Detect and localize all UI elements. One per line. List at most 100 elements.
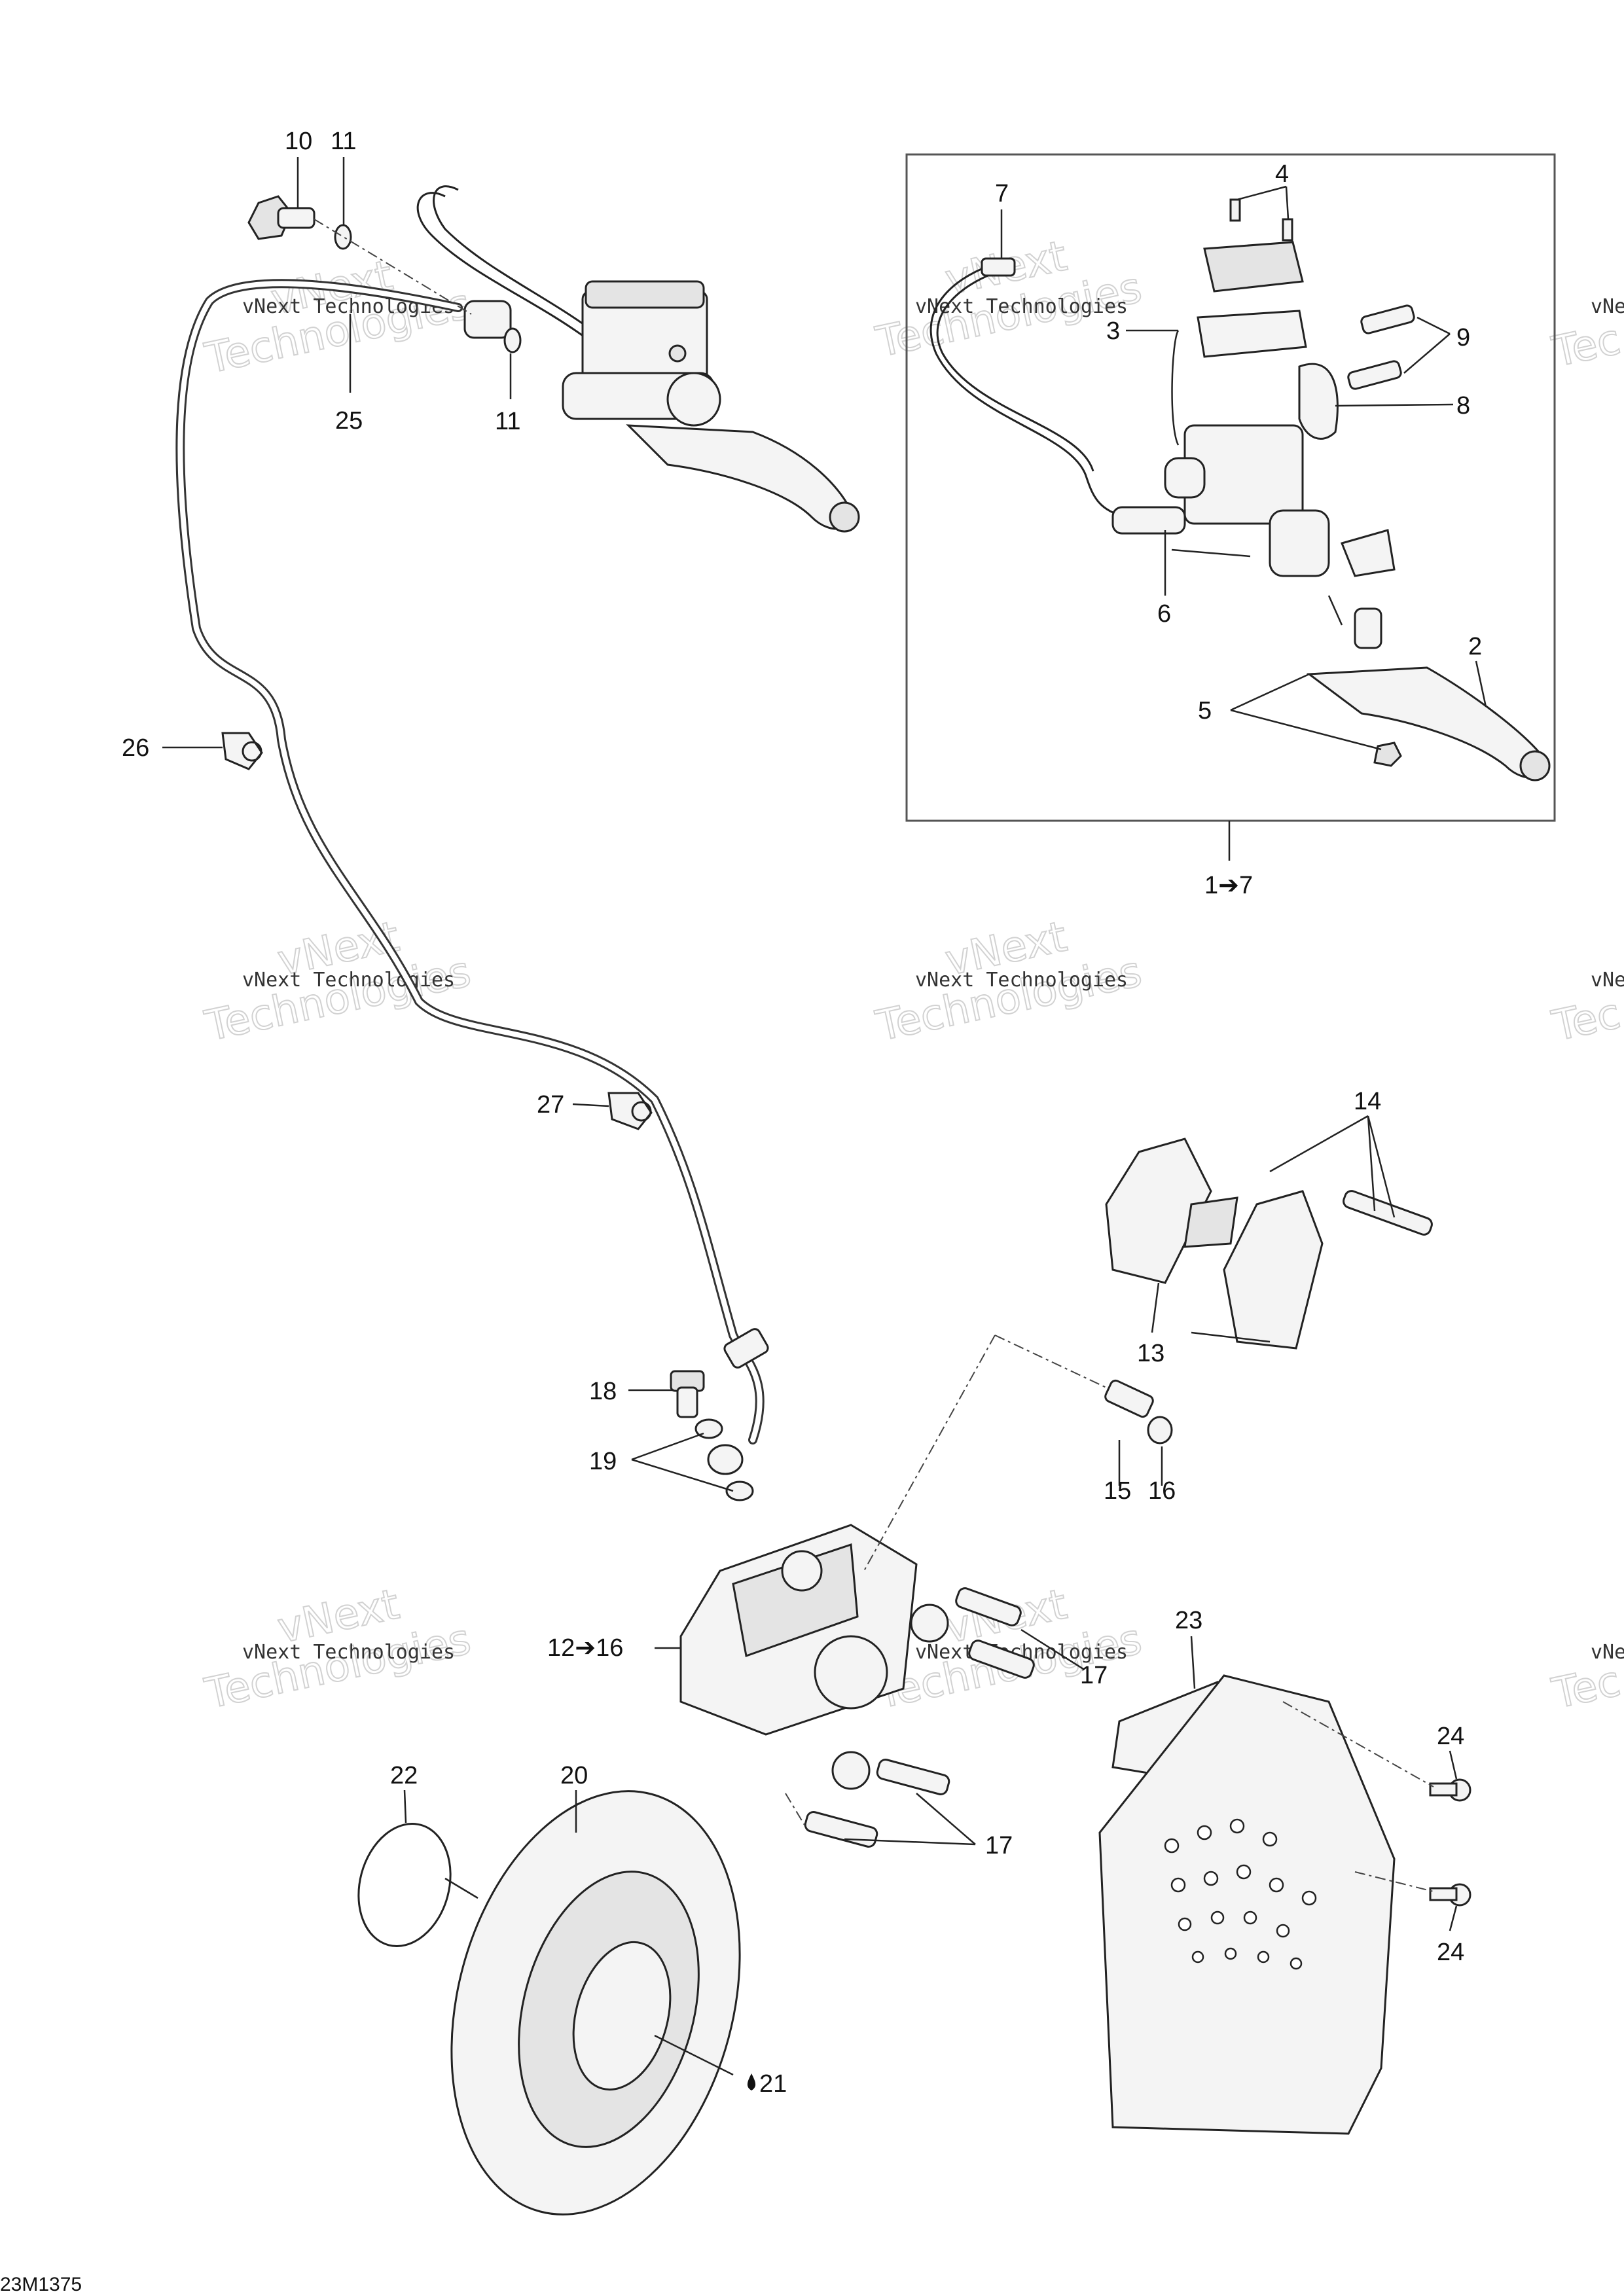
- watermark-middle-left: vNext Technologies vNext Technologies: [200, 912, 476, 1051]
- callout-17-lower: 17: [985, 1832, 1013, 1859]
- pivot-nut-5: [1373, 742, 1402, 767]
- handlebar-clamp-8: [1298, 363, 1339, 440]
- bleed-cap-16: [1147, 1416, 1173, 1444]
- caliper-pin-17c: [876, 1759, 950, 1795]
- clamp-bolt-9b: [1347, 360, 1402, 390]
- callout-17-upper: 17: [1080, 1662, 1108, 1689]
- guard-screw-24a: [1429, 1778, 1471, 1802]
- callout-22: 22: [390, 1762, 418, 1789]
- bleed-screw-15: [1104, 1379, 1154, 1418]
- callout-3: 3: [1106, 317, 1120, 345]
- brake-pad-13a: [1105, 1138, 1212, 1284]
- watermark-line: vNext Technologies: [915, 969, 1128, 992]
- cap-screw-4a: [1229, 198, 1241, 222]
- watermark-middle-center: vNext Technologies vNext Technologies: [871, 912, 1147, 1051]
- pivot-bolt-5: [1354, 607, 1382, 649]
- watermark-line: vNext Technologies: [242, 969, 455, 992]
- leader-lines: [162, 157, 1487, 1931]
- master-cylinder-assembly: [416, 185, 860, 533]
- washer-11-top: [334, 224, 352, 250]
- hose-clamp-27: [607, 1092, 653, 1130]
- watermark-line: vNext Technologies: [242, 1641, 455, 1664]
- clamp-bolt-9a: [1360, 304, 1415, 334]
- callout-2: 2: [1468, 633, 1482, 660]
- callout-4: 4: [1275, 160, 1289, 188]
- caliper-pin-17b: [968, 1640, 1035, 1679]
- banjo-fitting: [463, 300, 512, 339]
- banjo-bolt-10: [247, 195, 316, 240]
- callout-7: 7: [995, 180, 1009, 207]
- watermark-group: vNext Technologies vNext Technologies vN…: [200, 231, 1624, 1719]
- lever-boot: [1340, 529, 1396, 577]
- watermark-middle-edge: vNe Tec: [1547, 969, 1624, 1052]
- drawing-code: 23M1375: [0, 2274, 82, 2295]
- inset-parts: [929, 198, 1551, 781]
- disc-guard-23: [1098, 1674, 1396, 2135]
- brake-disc-20: [450, 1790, 741, 2215]
- hose-clamp-26: [221, 732, 263, 770]
- callout-11-lower: 11: [495, 408, 520, 435]
- callout-11-top: 11: [331, 128, 356, 155]
- callout-labels: 10 11 11 25 26 27 7 4 3 9 8 6 2 5 1➔7 14…: [122, 128, 1482, 2098]
- bolt-axis-line: [314, 219, 472, 315]
- banjo-bolt-18: [670, 1370, 705, 1418]
- caliper-pin-17d: [804, 1811, 878, 1848]
- disc-hub-splines: [572, 1941, 672, 2091]
- callout-13: 13: [1137, 1340, 1164, 1367]
- inset-lever-mount: [1269, 509, 1330, 577]
- watermark-lower-left: vNext Technologies vNext Technologies: [200, 1579, 476, 1719]
- hose-fitting-lower: [723, 1328, 769, 1369]
- banjo-fitting-caliper: [707, 1444, 744, 1475]
- reservoir-logo: [668, 344, 687, 363]
- watermark-edge-small: vNe: [1591, 1641, 1624, 1664]
- callout-27: 27: [537, 1091, 564, 1119]
- callout-6: 6: [1157, 600, 1171, 628]
- o-ring-22: [357, 1823, 452, 1947]
- pad-spring: [1183, 1196, 1238, 1248]
- callout-19: 19: [589, 1448, 617, 1475]
- callout-10: 10: [285, 128, 312, 155]
- callout-24-lower: 24: [1437, 1939, 1464, 1966]
- callout-12-to-16: 12➔16: [547, 1634, 623, 1662]
- caliper-pin-17a: [955, 1587, 1022, 1626]
- washer-11-lower: [503, 327, 522, 353]
- cap-screw-4b: [1282, 218, 1293, 242]
- callout-24-upper: 24: [1437, 1723, 1464, 1750]
- brake-pad-13b: [1223, 1190, 1324, 1350]
- brake-light-switch: [1111, 506, 1186, 535]
- lever-pivot: [666, 372, 721, 427]
- callout-20: 20: [560, 1762, 588, 1789]
- lever-tip: [829, 501, 860, 533]
- inset-brake-lever-2: [1306, 666, 1547, 779]
- watermark-edge-big: Tec: [1548, 1657, 1624, 1719]
- watermark-lower-edge: vNe Tec: [1547, 1641, 1624, 1719]
- caliper-piston: [814, 1635, 888, 1710]
- callout-26: 26: [122, 734, 149, 762]
- watermark-edge-big: Tec: [1548, 990, 1624, 1051]
- callout-18: 18: [589, 1378, 617, 1405]
- watermark-edge-small: vNe: [1591, 295, 1624, 318]
- callout-16: 16: [1148, 1477, 1176, 1505]
- callout-23: 23: [1175, 1607, 1202, 1634]
- inset-reservoir-cap: [1203, 241, 1304, 293]
- brake-hose: [175, 279, 765, 1444]
- watermark-top-left: vNext Technologies vNext Technologies: [200, 251, 476, 384]
- watermark-line: vNext Technologies: [915, 295, 1128, 318]
- drop-icon: [747, 2073, 756, 2090]
- brake-switch-connector: [981, 257, 1016, 277]
- callout-1-to-7: 1➔7: [1204, 872, 1253, 899]
- brake-caliper-assembly: [679, 1524, 949, 1790]
- bleed-axis-line: [863, 1335, 996, 1571]
- guard-screw-24b: [1429, 1883, 1471, 1907]
- watermark-edge-big: Tec: [1548, 315, 1624, 377]
- callout-9: 9: [1456, 324, 1470, 351]
- watermark-top-middle: vNext Technologies vNext Technologies: [871, 231, 1147, 367]
- callout-21: 21: [759, 2070, 787, 2098]
- callout-15: 15: [1104, 1477, 1131, 1505]
- callout-5: 5: [1198, 697, 1212, 725]
- callout-14: 14: [1354, 1088, 1381, 1115]
- reservoir-diaphragm: [1197, 310, 1307, 358]
- brake-pads: [1105, 1138, 1433, 1350]
- reservoir-cap: [585, 280, 705, 309]
